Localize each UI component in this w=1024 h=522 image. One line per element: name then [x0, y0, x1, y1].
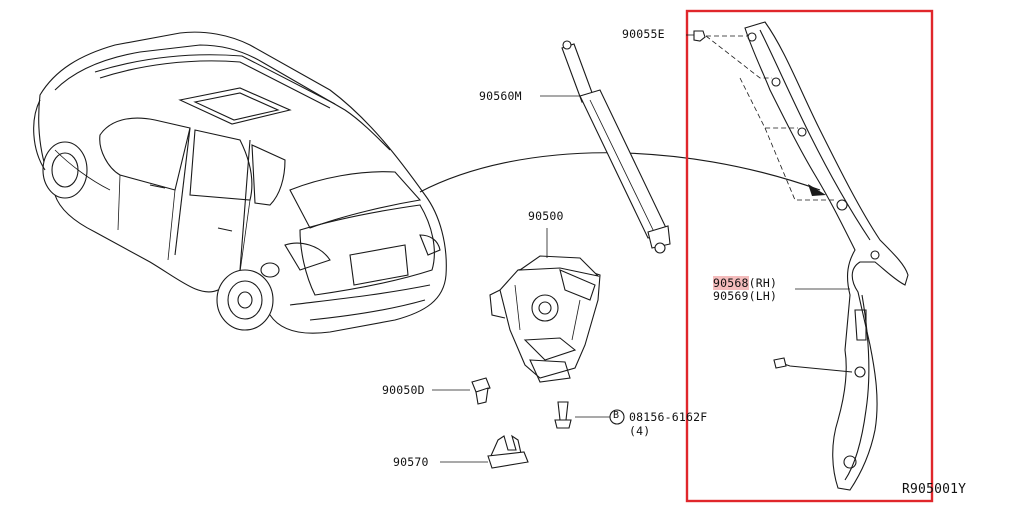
dash-4: [764, 127, 836, 201]
label-90569-side: (LH): [748, 289, 778, 303]
link-clip: [773, 357, 787, 369]
dash-2: [705, 35, 772, 79]
label-90055e: 90055E: [622, 27, 665, 41]
reference-code: R905001Y: [902, 482, 967, 497]
label-90560m: 90560M: [479, 89, 522, 103]
bumper-90050d: [471, 377, 491, 405]
gas-strut-90560m: [561, 40, 671, 254]
bolt-circle-letter: B: [613, 410, 620, 421]
reference-arrow: [419, 152, 821, 193]
label-90050d: 90050D: [382, 383, 425, 397]
finisher-90568: [744, 21, 909, 491]
label-90570: 90570: [393, 455, 429, 469]
label-bolt-qty: (4): [629, 424, 651, 438]
label-90568: 90568: [713, 276, 749, 290]
label-90500: 90500: [528, 209, 564, 223]
striker-90570: [487, 434, 529, 469]
label-90568-row: 90568(RH): [713, 276, 777, 290]
label-bolt-part: 08156-6162F: [629, 410, 708, 424]
label-90569-row: 90569(LH): [713, 289, 777, 303]
highlight-frame: [685, 9, 934, 503]
link-rod: [777, 361, 853, 373]
bolt-circle-symbol: [609, 409, 625, 425]
dash-3: [739, 77, 798, 129]
vehicle-illustration: [33, 31, 447, 334]
arrow-head: [808, 184, 826, 196]
latch-assembly-90500: [489, 255, 601, 383]
clip-90055e: [693, 30, 706, 42]
screw-08156: [554, 401, 572, 429]
label-90569: 90569: [713, 289, 749, 303]
label-90568-side: (RH): [748, 276, 778, 290]
